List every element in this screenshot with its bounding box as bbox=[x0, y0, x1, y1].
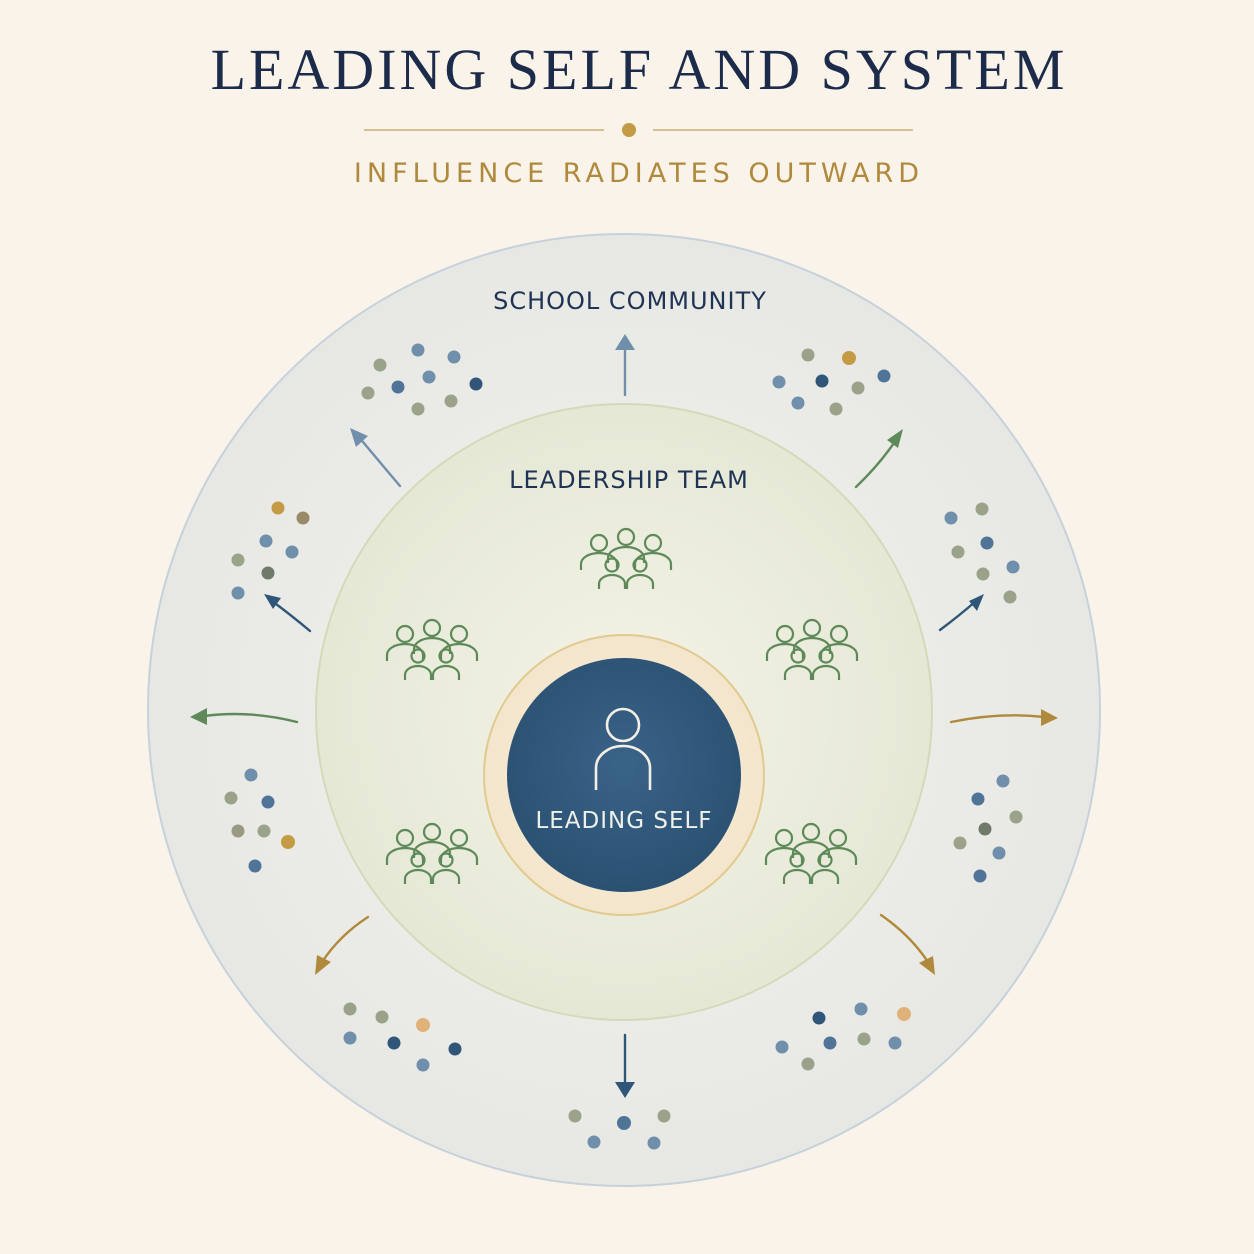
leading-self-label: LEADING SELF bbox=[535, 808, 712, 834]
flow-arrows bbox=[190, 334, 1058, 1098]
arrow-icon bbox=[938, 594, 984, 632]
arrow-icon bbox=[350, 428, 402, 488]
leadership-team-label: LEADERSHIP TEAM bbox=[509, 466, 749, 494]
arrow-icon bbox=[615, 334, 635, 397]
dot-cluster-icon bbox=[568, 1109, 671, 1150]
dot-cluster-icon bbox=[361, 343, 483, 416]
dot-cluster-icon bbox=[231, 501, 310, 600]
dot-cluster-icon bbox=[343, 1002, 462, 1072]
arrow-icon bbox=[615, 1033, 635, 1098]
dot-cluster-icon bbox=[224, 768, 295, 873]
dot-cluster-icon bbox=[772, 348, 891, 416]
dot-cluster-icon bbox=[944, 502, 1020, 604]
arrow-icon bbox=[315, 915, 370, 975]
page-title: LEADING SELF AND SYSTEM bbox=[210, 37, 1068, 102]
arrow-icon bbox=[264, 594, 312, 633]
title-divider bbox=[364, 123, 913, 137]
community-dots bbox=[224, 343, 1023, 1150]
page-subtitle: INFLUENCE RADIATES OUTWARD bbox=[353, 158, 925, 189]
school-community-label: SCHOOL COMMUNITY bbox=[493, 287, 767, 315]
arrow-icon bbox=[854, 429, 903, 489]
dot-cluster-icon bbox=[775, 1002, 911, 1071]
arrow-icon bbox=[190, 708, 299, 725]
person-icon bbox=[594, 707, 652, 790]
core-circle-leading-self bbox=[507, 658, 741, 892]
divider-dot bbox=[622, 123, 636, 137]
dot-cluster-icon bbox=[953, 774, 1023, 883]
arrow-icon bbox=[949, 709, 1058, 726]
arrow-icon bbox=[879, 913, 935, 975]
